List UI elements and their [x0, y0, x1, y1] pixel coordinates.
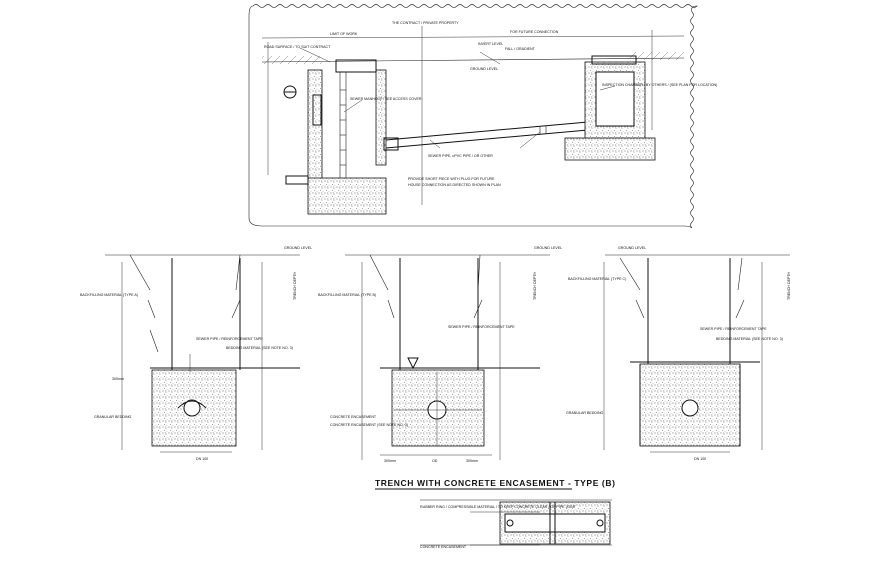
bedding-label-c: BEDDING MATERIAL (SEE NOTE NO. 3) [716, 337, 783, 341]
pipe-note: SEWER PIPE, uPVC PIPE / OR OTHER [428, 154, 493, 158]
dim-bottom-c: DN 100 [694, 457, 706, 461]
road-surface-label: ROAD SURFACE / TO SUIT CONTRACT [264, 45, 331, 49]
side-label-a: TRENCH DEPTH [293, 271, 297, 300]
manhole-right-wall [375, 69, 387, 166]
trench-section-c: GROUND LEVEL BACKFILLING MATERIAL (TYPE … [566, 246, 791, 461]
dim-right-b: 300mm [466, 459, 478, 463]
connection-pipe [383, 121, 589, 151]
dim-cover-a: 300mm [112, 377, 124, 381]
base-label-b: CONCRETE ENCASEMENT (SEE NOTE NO. 3) [330, 423, 408, 427]
pipe-label-c: SEWER PIPE / REINFORCEMENT TAPE [700, 327, 767, 331]
bedding-label-a: BEDDING MATERIAL (SEE NOTE NO. 3) [226, 346, 293, 350]
drawing-title: TRENCH WITH CONCRETE ENCASEMENT - TYPE (… [375, 478, 616, 488]
pipe-label-b: SEWER PIPE / REINFORCEMENT TAPE [448, 325, 515, 329]
backfill-label-b: BACKFILLING MATERIAL (TYPE B) [318, 293, 376, 297]
ground-label-a: GROUND LEVEL [284, 246, 312, 250]
ground-label-b: GROUND LEVEL [534, 246, 562, 250]
pipe-a [183, 399, 201, 417]
trench-section-a: GROUND LEVEL BACKFILLING MATERIAL (TYPE … [80, 246, 312, 461]
manhole-note: SEWER MANHOLE / SEE ACCESS COVER [350, 97, 422, 101]
joint-label-1: RUBBER RING / COMPRESSIBLE MATERIAL / TO… [420, 505, 577, 509]
backfill-label-c: BACKFILLING MATERIAL (TYPE C) [568, 277, 626, 281]
joint-label-2: CONCRETE ENCASEMENT [420, 545, 467, 549]
ground-level-label: GROUND LEVEL [470, 67, 498, 71]
bedding-label-b: CONCRETE ENCASEMENT [330, 415, 377, 419]
pipe-label-a: SEWER PIPE / REINFORCEMENT TAPE [196, 337, 263, 341]
side-label-c: TRENCH DEPTH [787, 271, 791, 300]
manhole-base [307, 177, 387, 215]
bottom-note-2: HOUSE CONNECTION AS DIRECTED SHOWN IN PL… [408, 183, 501, 187]
inspection-chamber-base [564, 137, 656, 161]
pipe-joint-detail: RUBBER RING / COMPRESSIBLE MATERIAL / TO… [420, 499, 612, 549]
bedding-a [151, 369, 237, 447]
gradient-label: FALL / GRADIENT [505, 47, 536, 51]
inspection-chamber-label: INSPECTION CHAMBER / BY OTHERS / (SEE PL… [602, 83, 717, 87]
ground-label-c: GROUND LEVEL [618, 246, 646, 250]
top-center-label: THE CONTRACT / PRIVATE PROPERTY [392, 21, 459, 25]
side-label-b: TRENCH DEPTH [533, 271, 537, 300]
right-span-label: FOR FUTURE CONNECTION [510, 30, 559, 34]
top-longitudinal-section: THE CONTRACT / PRIVATE PROPERTY LIMIT OF… [248, 4, 717, 229]
dim-center-b: OD [432, 459, 438, 463]
manhole-left-wall [307, 69, 323, 191]
dim-left-b: 300mm [384, 459, 396, 463]
left-span-label: LIMIT OF WORK [330, 32, 358, 36]
dim-bottom-a: DN 100 [196, 457, 208, 461]
pipe-c [681, 399, 699, 417]
base-label-a: GRANULAR BEDDING [94, 415, 132, 419]
bottom-note-1: PROVIDE SHORT PIECE WITH PLUG FOR FUTURE [408, 177, 495, 181]
wavy-frame [248, 4, 698, 229]
invert-label: INVERT LEVEL [478, 42, 503, 46]
bedding-c [639, 363, 741, 447]
trench-section-b: GROUND LEVEL BACKFILLING MATERIAL (TYPE … [318, 246, 562, 463]
base-label-c: GRANULAR BEDDING [566, 411, 604, 415]
backfill-label-a: BACKFILLING MATERIAL (TYPE A) [80, 293, 138, 297]
